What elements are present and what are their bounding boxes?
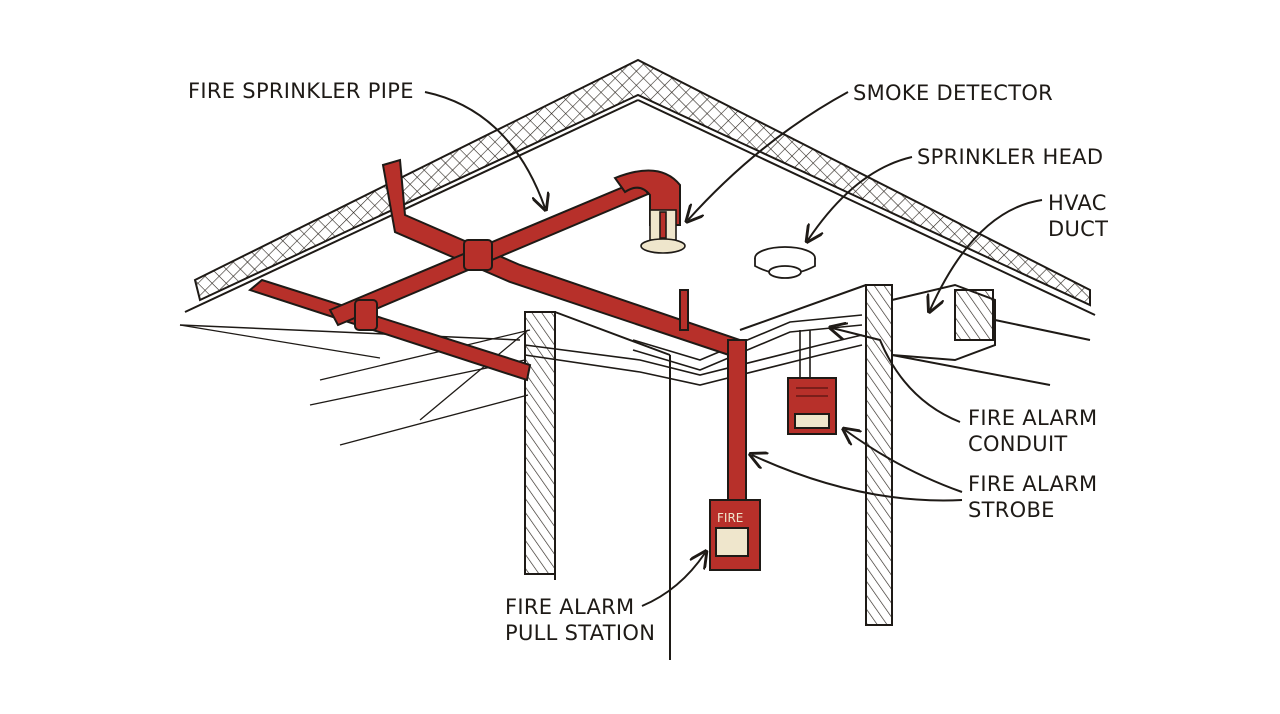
label-fire-sprinkler-pipe: FIRE SPRINKLER PIPE [188, 78, 414, 104]
label-text-line1: FIRE ALARM [968, 406, 1098, 430]
label-text-line2: STROBE [968, 498, 1055, 522]
ceiling-soffit [179, 58, 1096, 359]
label-text: SPRINKLER HEAD [917, 145, 1104, 169]
label-text-line1: HVAC [1048, 191, 1107, 215]
label-hvac-duct: HVAC DUCT [1048, 190, 1108, 242]
label-smoke-detector: SMOKE DETECTOR [853, 80, 1053, 106]
pull-station-fire-text: FIRE [717, 511, 743, 525]
label-text-line1: FIRE ALARM [505, 595, 635, 619]
smoke-detector [754, 246, 816, 279]
fire-alarm-pull-station: FIRE [709, 499, 761, 571]
label-fire-alarm-conduit: FIRE ALARM CONDUIT [968, 405, 1097, 457]
label-fire-alarm-pull-station: FIRE ALARM PULL STATION [505, 594, 655, 646]
label-text-line2: CONDUIT [968, 432, 1068, 456]
label-fire-alarm-strobe: FIRE ALARM STROBE [968, 471, 1097, 523]
fire-alarm-strobe [787, 377, 837, 435]
label-text-line2: DUCT [1048, 217, 1109, 241]
label-text-line1: FIRE ALARM [968, 472, 1098, 496]
leader-arrows [424, 91, 1043, 607]
hvac-duct [891, 283, 1091, 386]
building-columns [524, 284, 893, 660]
label-text: SMOKE DETECTOR [853, 81, 1054, 105]
label-sprinkler-head: SPRINKLER HEAD [917, 144, 1103, 170]
label-text: FIRE SPRINKLER PIPE [188, 79, 414, 103]
sprinkler-head [640, 209, 686, 254]
ceiling-grid-lines [309, 329, 531, 446]
label-text-line2: PULL STATION [505, 621, 656, 645]
